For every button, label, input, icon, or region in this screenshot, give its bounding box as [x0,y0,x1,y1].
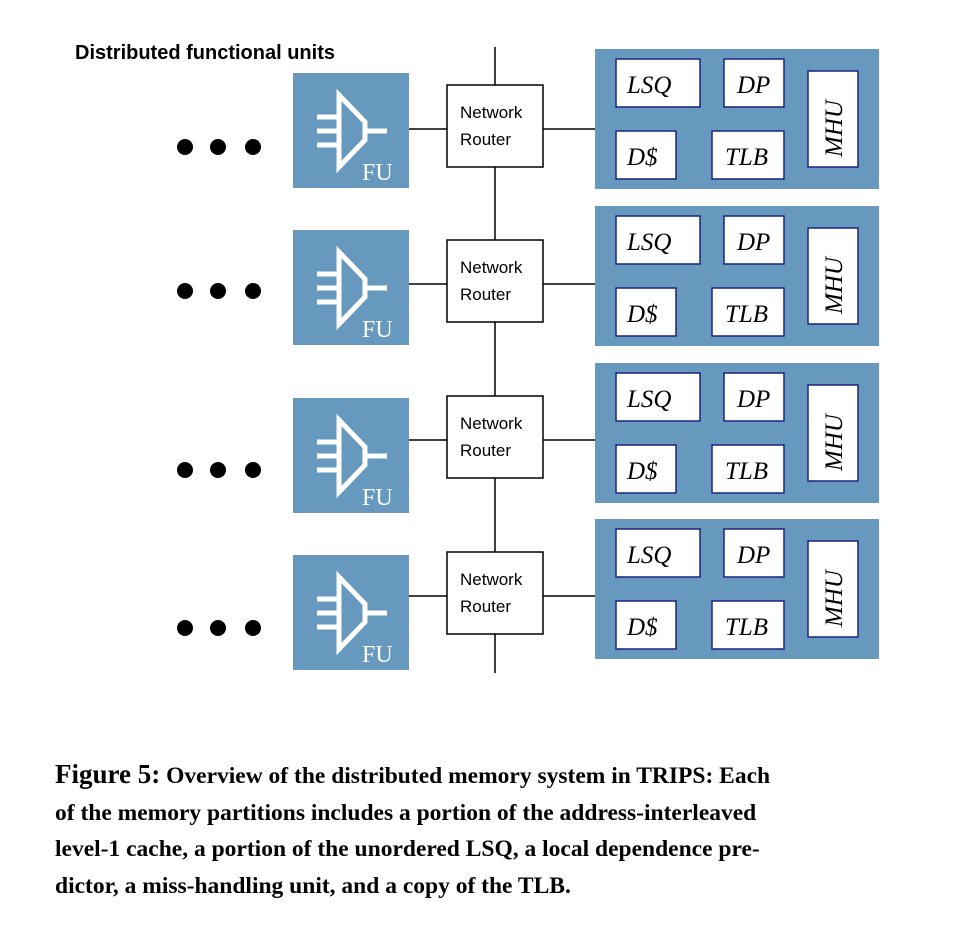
ellipsis-dot [210,462,226,478]
tlb-box [711,287,785,337]
router-label-line2: Router [460,130,511,149]
ellipsis-dot [177,620,193,636]
ellipsis-dot [245,620,261,636]
router-label-line1: Network [460,570,523,589]
caption-line-4: dictor, a miss-handling unit, and a copy… [55,872,571,899]
ellipsis-dot [245,283,261,299]
caption-line-2: of the memory partitions includes a port… [55,799,757,826]
caption-line-3: level-1 cache, a portion of the unordere… [55,836,760,862]
mhu-label: MHU [821,412,848,472]
fu-label: FU [362,642,393,668]
fu-block [293,73,409,188]
dcache-label: D$ [626,458,658,485]
dp-label: DP [736,542,770,569]
router-label-line2: Router [460,597,511,616]
mhu-box [807,227,859,325]
lsq-label: LSQ [626,386,671,413]
ellipsis-dot [210,620,226,636]
tlb-label: TLB [725,144,768,171]
router-label-line2: Router [460,441,511,460]
dp-box [723,215,785,265]
dp-box [723,528,785,578]
ellipsis-dot [210,139,226,155]
lsq-label: LSQ [626,229,671,256]
fu-block [293,555,409,670]
mhu-box [807,540,859,638]
dcache-box [615,287,677,337]
router-label-line1: Network [460,414,523,433]
lsq-box [615,528,701,578]
dcache-box [615,130,677,180]
caption-figure-label: Figure 5: [55,759,161,789]
fu-label: FU [362,317,393,343]
router-label-line1: Network [460,258,523,277]
mhu-box [807,384,859,482]
ellipsis-dot [177,283,193,299]
tlb-label: TLB [725,458,768,485]
ellipsis-dot [177,139,193,155]
lsq-box [615,215,701,265]
dcache-label: D$ [626,614,658,641]
lsq-box [615,372,701,422]
mhu-box [807,70,859,168]
fu-block [293,230,409,345]
diagram-title: Distributed functional units [75,42,335,64]
ellipsis-dot [245,462,261,478]
caption-line-1: Figure 5: Overview of the distributed me… [55,756,915,795]
router-label-line2: Router [460,285,511,304]
lsq-box [615,58,701,108]
mhu-label: MHU [821,98,848,158]
fu-block [293,398,409,513]
ellipsis-dot [210,283,226,299]
fu-label: FU [362,485,393,511]
dcache-box [615,600,677,650]
tlb-box [711,600,785,650]
tlb-box [711,444,785,494]
dp-box [723,58,785,108]
dcache-box [615,444,677,494]
dcache-label: D$ [626,301,658,328]
router-label-line1: Network [460,103,523,122]
caption-text-1: Overview of the distributed memory syste… [166,763,771,789]
fu-label: FU [362,160,393,186]
dp-label: DP [736,386,770,413]
tlb-label: TLB [725,301,768,328]
network-router [446,84,544,168]
dp-label: DP [736,72,770,99]
tlb-label: TLB [725,614,768,641]
mhu-label: MHU [821,568,848,628]
network-router [446,551,544,635]
dp-label: DP [736,229,770,256]
lsq-label: LSQ [626,542,671,569]
figure-caption: Figure 5: Overview of the distributed me… [55,756,915,904]
ellipsis-dot [177,462,193,478]
network-router [446,239,544,323]
ellipsis-dot [245,139,261,155]
tlb-box [711,130,785,180]
memory-system-diagram: Distributed functional units FUNetworkRo… [75,42,879,673]
network-router [446,395,544,479]
dcache-label: D$ [626,144,658,171]
lsq-label: LSQ [626,72,671,99]
mhu-label: MHU [821,255,848,315]
dp-box [723,372,785,422]
